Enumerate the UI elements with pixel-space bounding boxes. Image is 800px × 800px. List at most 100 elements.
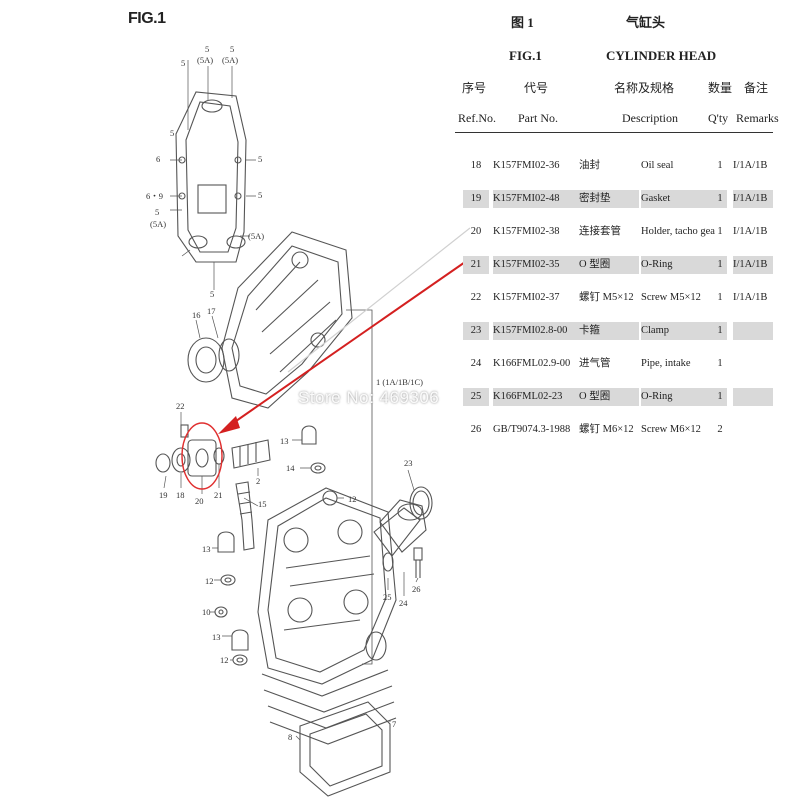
callout-7: 7 bbox=[392, 719, 396, 729]
callout-20: 20 bbox=[195, 496, 204, 506]
cell-description: Holder, tacho gear bbox=[641, 226, 715, 237]
header-qty-en: Q'ty bbox=[708, 111, 729, 125]
cell-part-no: K166FML02.9-00 bbox=[493, 358, 571, 369]
callout-12: 12 bbox=[220, 655, 229, 665]
cell-ref-no: 25 bbox=[463, 388, 489, 406]
cell-ref-no: 19 bbox=[463, 190, 489, 208]
callout-5: 5 bbox=[230, 44, 234, 54]
head-cover bbox=[175, 91, 247, 263]
cell-ref-no: 22 bbox=[470, 292, 482, 303]
header-remarks-en: Remarks bbox=[736, 111, 779, 125]
header-desc-en: Description bbox=[622, 111, 678, 125]
cell-remarks: I/1A/1B bbox=[733, 160, 768, 171]
cell-name-cn: 油封 bbox=[579, 160, 600, 171]
cell-quantity: 1 bbox=[717, 358, 723, 369]
callout-21: 21 bbox=[214, 490, 223, 500]
cell-quantity: 2 bbox=[717, 424, 723, 435]
rocker-cover bbox=[221, 231, 353, 409]
table-header-rule bbox=[455, 132, 773, 133]
callout-6: 6 bbox=[156, 154, 160, 164]
header-part-en: Part No. bbox=[518, 111, 558, 125]
cell-ref-no: 21 bbox=[463, 256, 489, 274]
callout-25: 25 bbox=[383, 592, 392, 602]
callout-1: 1 (1A/1B/1C) bbox=[376, 377, 423, 387]
cell-name-cn: O 型圈 bbox=[579, 256, 639, 274]
store-watermark: Store No: 469306 bbox=[298, 388, 440, 407]
cell-name-cn: 螺钉 M6×12 bbox=[579, 424, 634, 435]
callout-14: 14 bbox=[286, 463, 295, 473]
callout-16: 16 bbox=[192, 310, 201, 320]
callout-6-9: 6・9 bbox=[146, 191, 163, 201]
header-desc-cn: 名称及规格 bbox=[614, 81, 675, 95]
cell-ref-no: 18 bbox=[470, 160, 482, 171]
callout-13: 13 bbox=[212, 632, 221, 642]
callout-5: 5 bbox=[170, 128, 174, 138]
cell-description: O-Ring bbox=[641, 388, 715, 406]
header-part-cn: 代号 bbox=[524, 81, 549, 95]
callout-5: 5 bbox=[258, 154, 262, 164]
figure-label: FIG.1 bbox=[128, 10, 166, 27]
cell-quantity: 1 bbox=[713, 256, 727, 274]
cell-ref-no: 23 bbox=[463, 322, 489, 340]
callout-5: 5 bbox=[205, 44, 209, 54]
cell-quantity: 1 bbox=[713, 190, 727, 208]
header-remarks-cn: 备注 bbox=[744, 81, 769, 95]
table-fig-en: FIG.1 bbox=[509, 48, 542, 63]
cell-description: Pipe, intake bbox=[641, 358, 691, 369]
cell-description: Screw M5×12 bbox=[641, 292, 701, 303]
callout-5: 5 bbox=[210, 289, 214, 299]
cell-remarks: I/1A/1B bbox=[733, 256, 773, 274]
cell-description: Clamp bbox=[641, 322, 715, 340]
cell-remarks bbox=[733, 421, 773, 439]
cell-ref-no: 24 bbox=[470, 358, 482, 369]
cylinder-head-block bbox=[257, 487, 397, 685]
cell-description: Oil seal bbox=[641, 160, 674, 171]
callout-12: 12 bbox=[348, 494, 357, 504]
cell-description: O-Ring bbox=[641, 256, 715, 274]
callout-5: 5 bbox=[155, 207, 159, 217]
header-ref-en: Ref.No. bbox=[458, 111, 496, 125]
callout-2: 2 bbox=[256, 476, 260, 486]
cell-name-cn: O 型圈 bbox=[579, 388, 639, 406]
table-fig-cn: 图 1 bbox=[511, 15, 534, 30]
cell-part-no: K166FML02-23 bbox=[493, 388, 585, 406]
pointer-arrow bbox=[225, 259, 469, 429]
cell-part-no: K157FMI02.8-00 bbox=[493, 322, 585, 340]
callout-19: 19 bbox=[159, 490, 168, 500]
highlight-circle bbox=[181, 422, 223, 490]
table-row: 18 K157FMI02-36 油封 Oil seal 1 I/1A/1B bbox=[455, 155, 773, 177]
callout-8: 8 bbox=[288, 732, 292, 742]
cell-part-no: K157FMI02-37 bbox=[493, 292, 560, 303]
callout-22: 22 bbox=[176, 401, 185, 411]
cell-quantity: 1 bbox=[717, 226, 723, 237]
callout-10: 10 bbox=[202, 607, 211, 617]
callout-5a: (5A) bbox=[150, 219, 166, 229]
cell-part-no: K157FMI02-48 bbox=[493, 190, 585, 208]
cell-part-no: K157FMI02-38 bbox=[493, 226, 560, 237]
header-ref-cn: 序号 bbox=[462, 81, 487, 95]
cell-part-no: K157FMI02-35 bbox=[493, 256, 585, 274]
cell-quantity: 1 bbox=[717, 160, 723, 171]
callout-5a: (5A) bbox=[197, 55, 213, 65]
callout-17: 17 bbox=[207, 306, 216, 316]
callout-18: 18 bbox=[176, 490, 185, 500]
callout-24: 24 bbox=[399, 598, 408, 608]
cell-name-cn: 进气管 bbox=[579, 358, 611, 369]
cell-remarks bbox=[733, 322, 773, 340]
cell-name-cn: 卡箍 bbox=[579, 322, 639, 340]
cylinder-base bbox=[299, 701, 391, 797]
callout-5a: (5A) bbox=[248, 231, 264, 241]
cell-ref-no: 20 bbox=[470, 226, 482, 237]
cell-part-no: K157FMI02-36 bbox=[493, 160, 560, 171]
callout-13: 13 bbox=[202, 544, 211, 554]
cell-description: Gasket bbox=[641, 190, 715, 208]
cell-remarks: I/1A/1B bbox=[733, 226, 768, 237]
cell-name-cn: 密封垫 bbox=[579, 190, 639, 208]
callout-15: 15 bbox=[258, 499, 267, 509]
